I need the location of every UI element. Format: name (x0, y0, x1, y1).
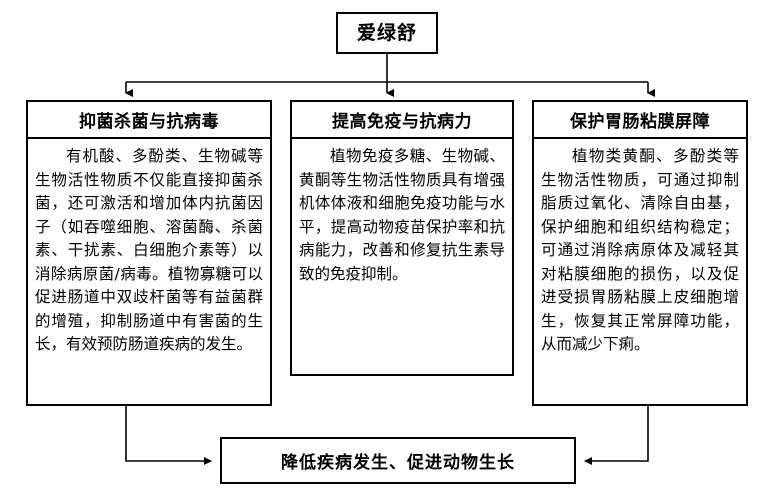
node-branch-2-body: 植物类黄酮、多酚类等生物活性物质，可通过抑制脂质过氧化、清除自由基，保护细胞和组… (541, 147, 739, 354)
node-branch-1-header: 提高免疫与抗病力 (292, 102, 512, 139)
node-branch-mucosa[interactable]: 保护胃肠粘膜屏障 植物类黄酮、多酚类等生物活性物质，可通过抑制脂质过氧化、清除自… (532, 100, 748, 406)
connector-branch-0-to-outcome (125, 406, 212, 465)
node-outcome-label: 降低疾病发生、促进动物生长 (281, 453, 515, 473)
node-branch-immunity[interactable]: 提高免疫与抗病力 植物免疫多糖、生物碱、黄酮等生物活性物质具有增强机体体液和细胞… (290, 100, 514, 376)
connector-branch-2-to-outcome (584, 406, 649, 465)
node-branch-antibacterial[interactable]: 抑菌杀菌与抗病毒 有机酸、多酚类、生物碱等生物活性物质不仅能直接抑菌杀菌，还可激… (26, 100, 272, 406)
node-outcome[interactable]: 降低疾病发生、促进动物生长 (220, 437, 576, 484)
node-root-label: 爱绿舒 (356, 21, 417, 44)
node-branch-0-body: 有机酸、多酚类、生物碱等生物活性物质不仅能直接抑菌杀菌，还可激活和增加体内抗菌因… (35, 147, 263, 354)
node-branch-2-header: 保护胃肠粘膜屏障 (534, 102, 746, 139)
node-root[interactable]: 爱绿舒 (336, 12, 438, 54)
node-branch-0-header: 抑菌杀菌与抗病毒 (28, 102, 270, 139)
node-branch-1-body: 植物免疫多糖、生物碱、黄酮等生物活性物质具有增强机体体液和细胞免疫功能与水平，提… (299, 147, 505, 283)
